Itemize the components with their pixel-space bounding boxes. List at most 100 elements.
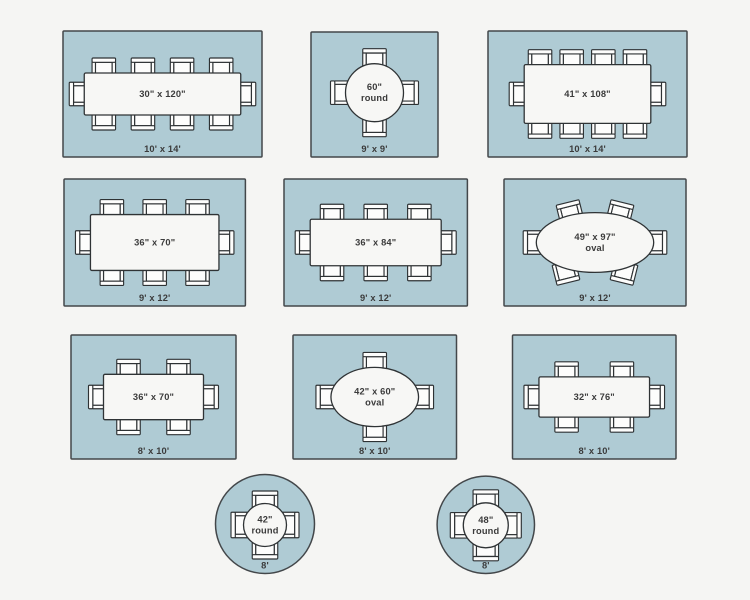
chair-backrest (559, 49, 584, 55)
table-size-label: 36" x 70" (134, 238, 175, 248)
chair-backrest (609, 275, 635, 286)
rug-size-label: 10' x 14' (569, 144, 606, 154)
chair-backrest (555, 275, 581, 286)
chair-backrest (208, 125, 234, 131)
table (102, 373, 205, 421)
chair-backrest (91, 57, 117, 63)
chair-backrest (230, 511, 236, 539)
chair-backrest (661, 230, 668, 255)
chair-backrest (559, 133, 584, 139)
table-size-label: round (472, 526, 499, 536)
chair-backrest (116, 429, 141, 436)
rug-size-label: 9' x 12' (139, 293, 170, 303)
chair-backrest (169, 125, 195, 131)
chair-backrest (142, 198, 168, 205)
rug-size-label: 9' x 12' (360, 293, 391, 303)
chair-backrest (294, 511, 300, 539)
chair-backrest (554, 427, 579, 433)
chairs (68, 57, 257, 131)
panel-rug-9x12-table-36x70: 36" x 70" 9' x 12' (63, 178, 247, 307)
chair-backrest (622, 133, 648, 139)
chair-backrest (319, 203, 345, 210)
rug-size-label: 8' x 10' (138, 446, 169, 456)
chair-backrest (362, 48, 387, 54)
chair-backrest (315, 384, 321, 410)
panel-rug-8x10-table-32x76: 32" x 76" 8' x 10' (511, 334, 677, 460)
panel-rug-9x12-table-36x84: 36" x 84" 9' x 12' (283, 178, 469, 307)
chair-backrest (208, 57, 234, 63)
chair-backrest (609, 361, 635, 367)
chair-backrest (91, 125, 117, 131)
chair-backrest (251, 554, 279, 560)
table-size-label: 42" (257, 515, 272, 525)
panel-rug-8x10-table-42x60-oval: 42" x 60"oval 8' x 10' (292, 334, 458, 460)
chair-backrest (185, 280, 210, 287)
table (89, 213, 220, 272)
rug-size-label: 8' x 10' (359, 446, 390, 456)
table-size-label: round (251, 526, 278, 536)
panel-rug-8x10-table-36x70: 36" x 70" 8' x 10' (70, 334, 237, 460)
chair-backrest (185, 198, 210, 205)
chair-backrest (555, 199, 581, 210)
chair-backrest (591, 133, 616, 139)
chair-backrest (116, 358, 141, 365)
chair-backrest (449, 511, 456, 539)
chair-backrest (609, 199, 635, 210)
table (462, 502, 509, 549)
chair-backrest (451, 230, 457, 255)
panel-rug-10x14-table-30x120: 30" x 120" 10' x 14' (62, 30, 263, 158)
chair-backrest (472, 555, 500, 562)
chair-backrest (362, 436, 388, 443)
table (83, 72, 242, 116)
chair-backrest (166, 358, 191, 365)
table (330, 366, 420, 428)
table-size-label: 36" x 70" (133, 392, 174, 402)
chair-backrest (169, 57, 195, 63)
chair-backrest (527, 49, 553, 55)
chair-backrest (407, 203, 432, 210)
chair-backrest (554, 361, 579, 367)
table-size-label: oval (365, 398, 384, 408)
chair-backrest (407, 275, 432, 282)
chair-backrest (87, 384, 94, 410)
chair-backrest (472, 489, 500, 495)
chair-backrest (591, 49, 616, 55)
chair-backrest (213, 384, 220, 410)
table (309, 218, 442, 267)
chair-backrest (527, 133, 553, 139)
table (535, 211, 655, 274)
chair-backrest (413, 80, 420, 106)
chair-backrest (508, 81, 515, 107)
chair-backrest (99, 198, 125, 205)
chair-backrest (659, 384, 666, 410)
table-size-label: 49" x 97" (574, 232, 615, 242)
table-size-label: 41" x 108" (564, 89, 611, 99)
table-size-label: 48" (478, 515, 493, 525)
chair-backrest (294, 230, 301, 255)
table-size-label: 36" x 84" (355, 238, 396, 248)
chair-backrest (68, 81, 75, 107)
table (242, 502, 288, 548)
chair-backrest (99, 280, 125, 287)
table-size-label: 42" x 60" (354, 387, 395, 397)
table-size-label: 32" x 76" (574, 392, 615, 402)
table (523, 64, 652, 125)
chair-backrest (251, 490, 279, 496)
rug-size-label: 8' x 10' (579, 446, 610, 456)
chair (116, 413, 141, 436)
chair-backrest (362, 351, 388, 358)
chair-backrest (130, 125, 156, 131)
chair-backrest (130, 57, 156, 63)
table-size-label: round (361, 93, 388, 103)
chair-backrest (329, 80, 336, 106)
table-size-label: 30" x 120" (139, 89, 186, 99)
table-size-label: oval (585, 243, 604, 253)
rug-size-label: 10' x 14' (144, 144, 181, 154)
chair-backrest (622, 49, 648, 55)
chair-backrest (362, 131, 387, 138)
